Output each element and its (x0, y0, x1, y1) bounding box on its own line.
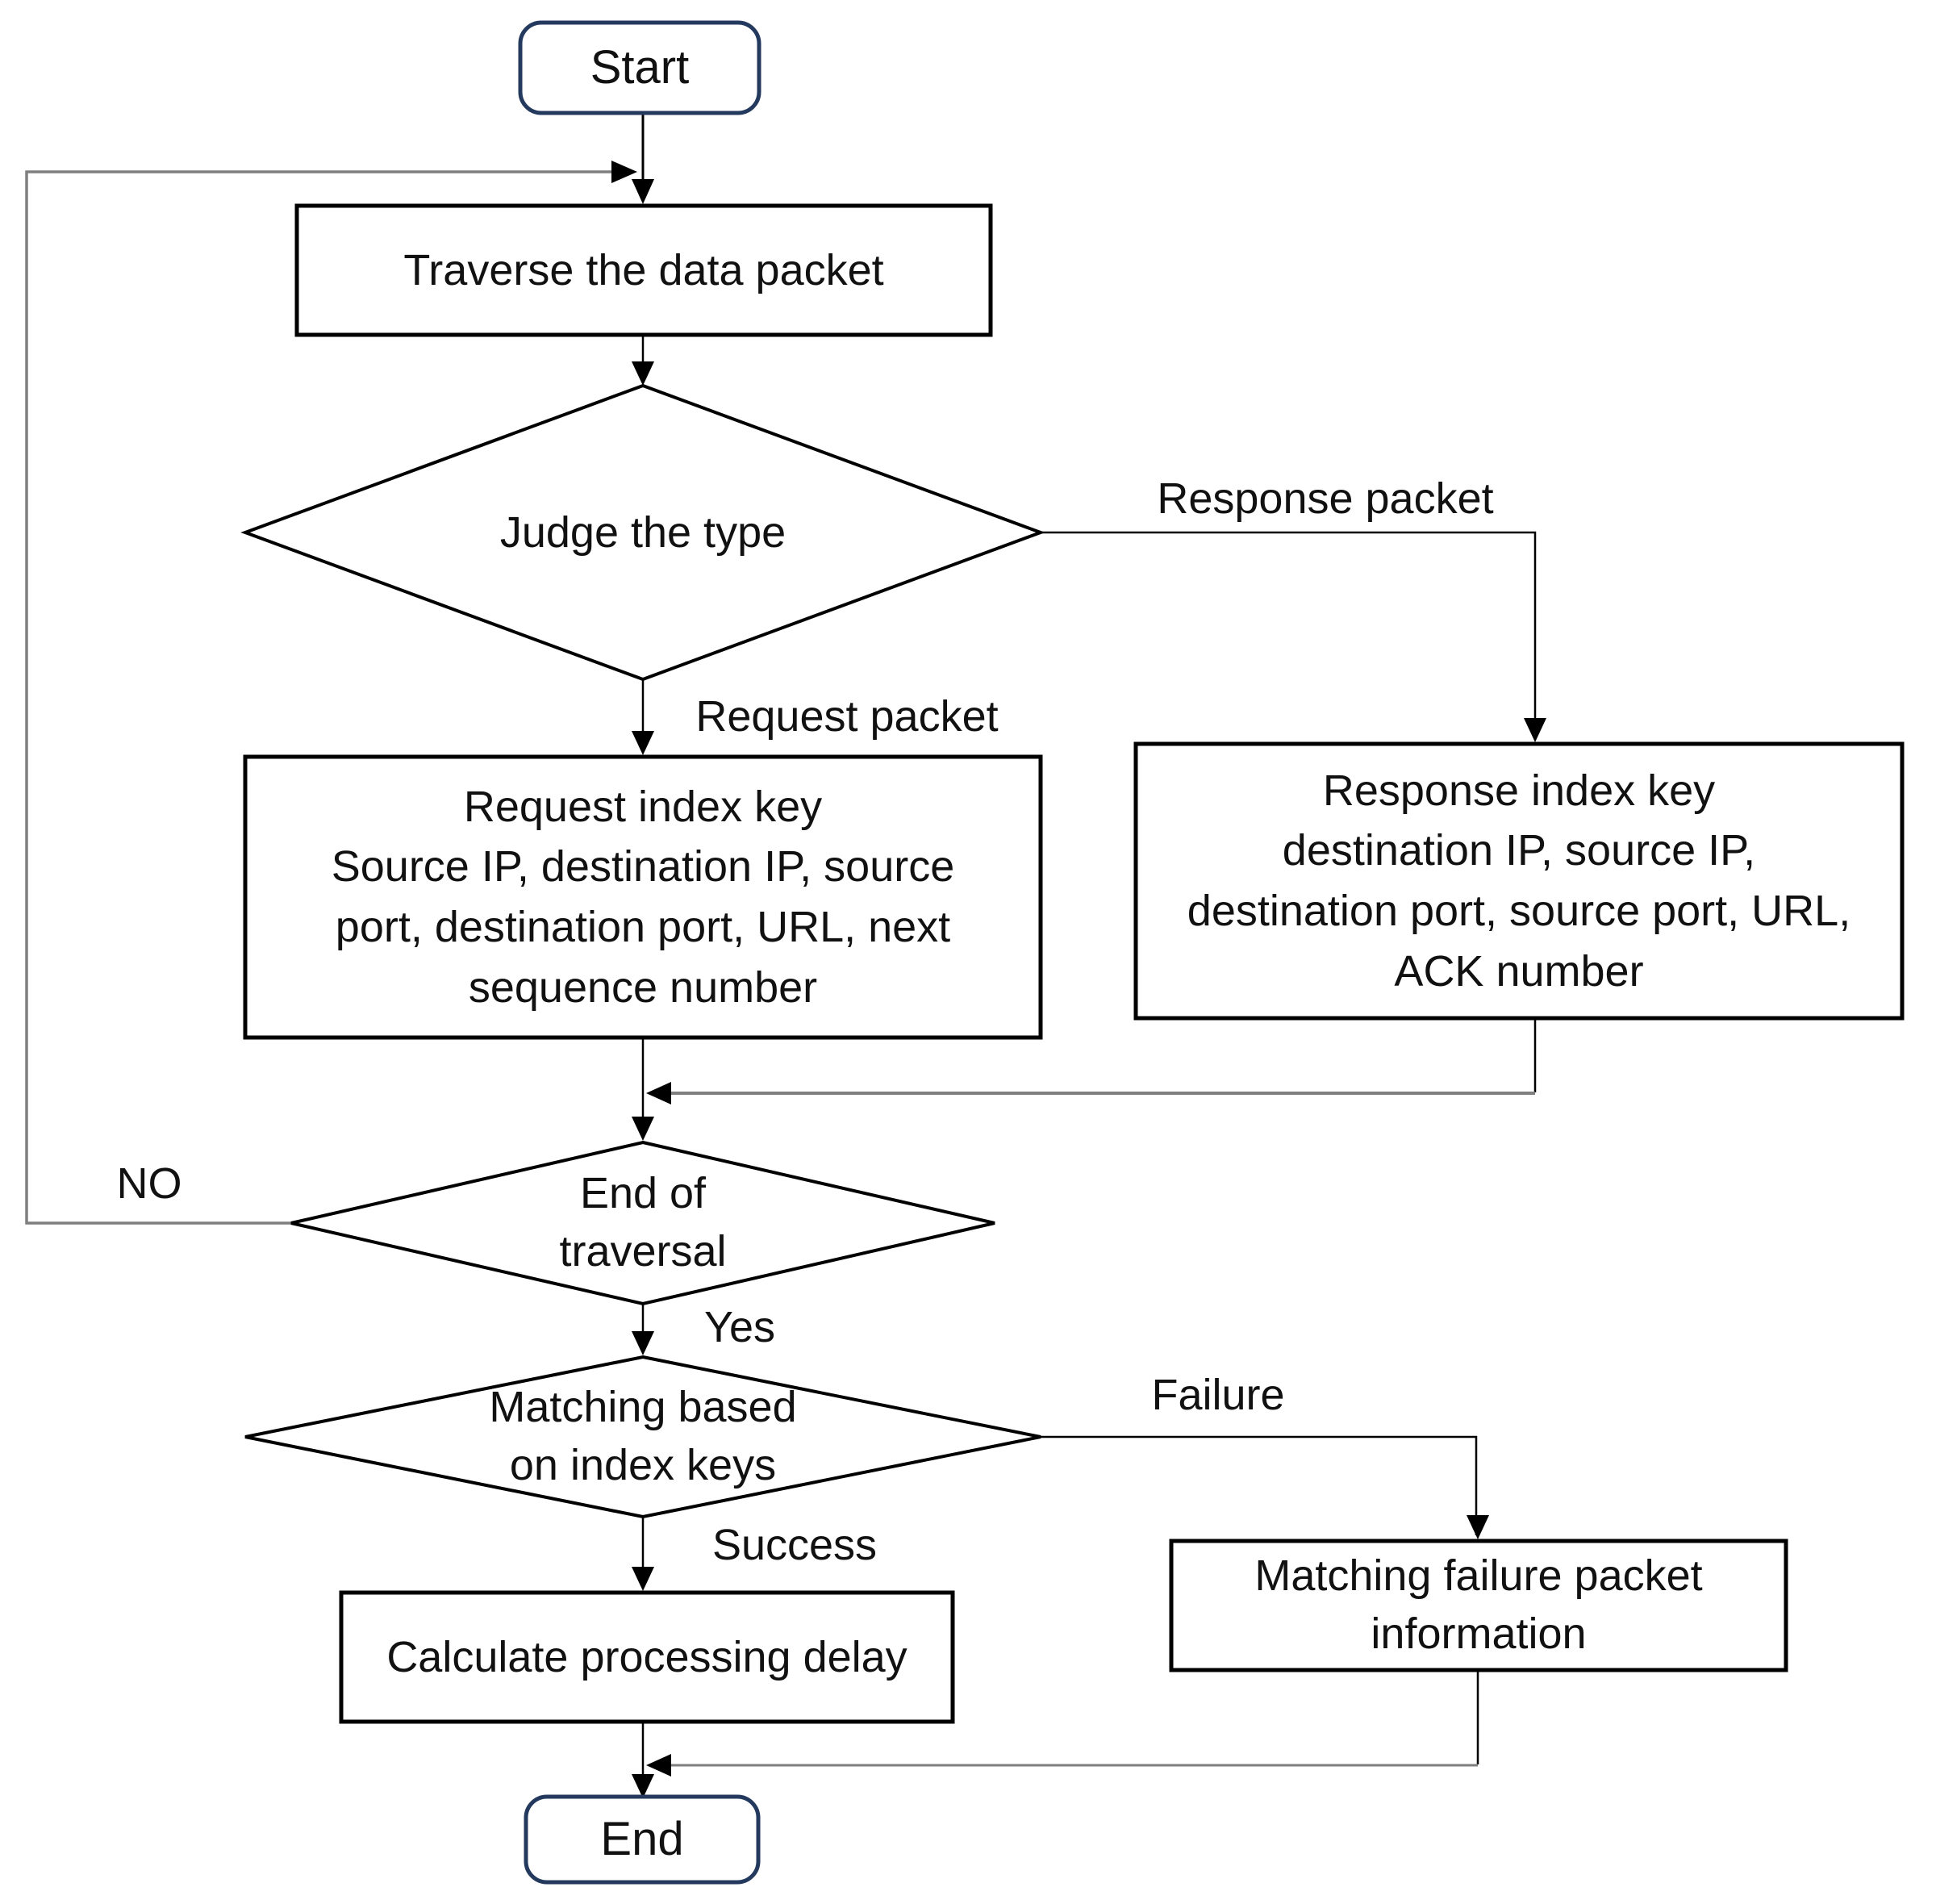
arrowhead-matchfailure-merge-left (646, 1754, 671, 1777)
arrowhead-loopback-right (611, 161, 637, 183)
matching-decision-shape (244, 1355, 1041, 1519)
arrowhead-into-endtraversal (632, 1117, 654, 1141)
arrowhead-into-traverse (632, 179, 654, 204)
match-failure-process-shape (1169, 1539, 1788, 1672)
judge-type-decision-shape (240, 383, 1045, 682)
traverse-process-shape (294, 203, 993, 337)
arrowhead-into-calc-box (632, 1567, 654, 1591)
response-key-process-shape (1133, 741, 1905, 1021)
start-terminator-shape (518, 20, 761, 115)
arrowhead-into-end (632, 1774, 654, 1798)
request-key-process-shape (243, 754, 1043, 1040)
arrowhead-response-merge-left (646, 1082, 671, 1104)
calc-delay-process-shape (339, 1590, 955, 1724)
edge-judge-to-response (1040, 531, 1537, 738)
arrowhead-into-matching (632, 1331, 654, 1355)
arrowhead-into-response-box (1524, 718, 1546, 742)
arrowhead-into-matchfailure-box (1467, 1515, 1489, 1539)
end-traversal-decision-shape (290, 1140, 995, 1306)
arrowhead-into-request-box (632, 731, 654, 755)
end-terminator-shape (524, 1794, 761, 1885)
edge-no-loopback (25, 170, 611, 1225)
edge-failure (1040, 1435, 1478, 1535)
arrowhead-into-judge (632, 361, 654, 386)
